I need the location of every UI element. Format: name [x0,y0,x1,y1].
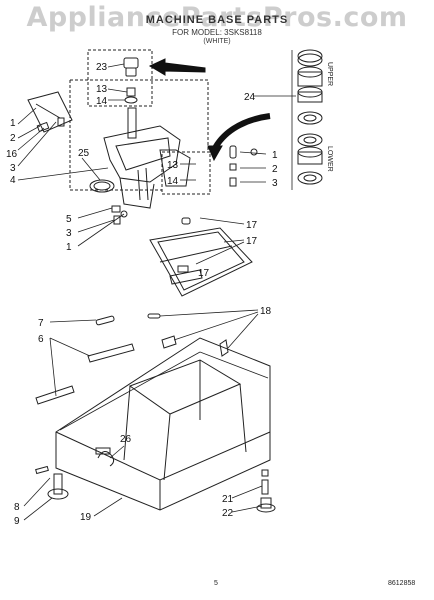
watermark-logo: AppliancePartsPros.com [26,2,408,33]
callout-3-mid: 3 [66,228,72,239]
callout-19: 19 [80,512,92,523]
callout-17: 17 [246,236,258,247]
callout-1-left: 1 [10,118,16,129]
callout-14b: 14 [167,176,179,187]
callout-7: 7 [38,318,44,329]
callout-2-right: 2 [272,164,278,175]
callout-23: 23 [96,62,108,73]
pointer-arrow-icon [148,58,206,76]
callout-1-right: 1 [272,150,278,161]
part-13-14-bushing [124,87,138,104]
part-7-slide [95,315,115,326]
leveling-legs [35,465,276,513]
callout-4: 4 [10,175,16,186]
callout-2-left: 2 [10,133,16,144]
part-23-drive-bell [123,57,139,77]
right-mounting-parts [229,145,258,187]
mounting-screws [111,205,128,225]
callout-6: 6 [38,334,44,345]
model-number: FOR MODEL: 3SKS8118 [172,28,262,37]
dashed-box-23 [87,49,153,107]
diagram-title: MACHINE BASE PARTS [145,14,289,26]
callout-22: 22 [222,508,234,519]
callout-13b: 13 [167,160,179,171]
callout-18: 18 [260,306,272,317]
dashed-box-13-14 [161,151,211,195]
label-upper: UPPER [326,62,333,87]
callout-9: 9 [14,516,20,527]
callout-14: 14 [96,96,108,107]
color-label: (WHITE) [203,38,231,45]
callout-24: 24 [244,92,256,103]
callout-3-right: 3 [272,178,278,189]
curved-arrow-icon [211,113,271,152]
part-6-rails [35,343,135,405]
callout-16-bottom: 17 [198,268,210,279]
diagram-code: 8612858 [388,580,416,587]
leader-lines [17,63,296,521]
callout-5: 5 [66,214,72,225]
part-19-machine-base [55,337,271,511]
label-lower: LOWER [326,146,333,172]
dashed-leader-top [70,79,209,152]
callout-26: 26 [120,434,132,445]
left-mounting-bracket [27,91,73,133]
callout-25: 25 [78,148,90,159]
callout-3-left: 3 [10,163,16,174]
part-17-frame [149,217,253,297]
callout-13: 13 [96,84,108,95]
callout-16-top: 17 [246,220,258,231]
callout-15: 16 [6,149,18,160]
part-25-seal-ring [89,179,115,193]
callout-21: 21 [222,494,234,505]
page-number: 5 [214,580,218,587]
transmission-gearcase [103,107,191,209]
callout-1-mid: 1 [66,242,72,253]
part-24-bearing-stack [291,49,323,190]
callout-8: 8 [14,502,20,513]
callout-numbers: 23 13 14 13 14 24 1 2 16 3 4 25 5 3 1 1 … [6,62,278,527]
